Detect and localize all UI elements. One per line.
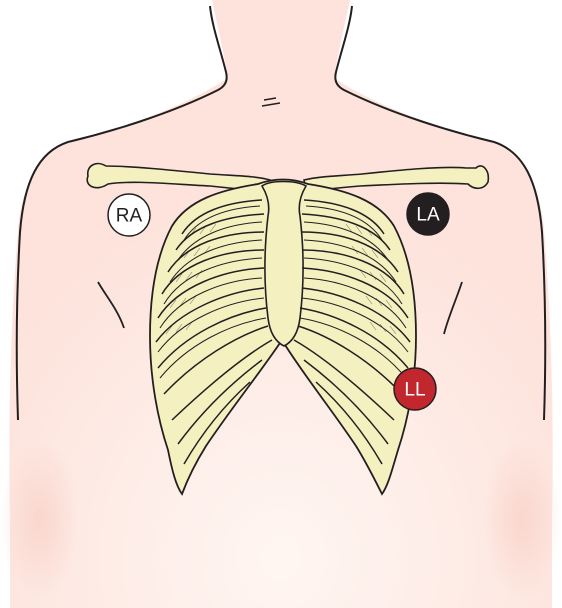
sternum xyxy=(262,182,306,347)
electrode-ll-label: LL xyxy=(404,380,425,401)
torso-shade-right xyxy=(482,440,562,600)
electrode-la: LA xyxy=(407,193,449,235)
torso-shade-left xyxy=(0,440,80,600)
electrode-ra: RA xyxy=(108,194,150,236)
electrode-la-label: LA xyxy=(416,205,440,226)
electrode-ra-label: RA xyxy=(116,206,143,227)
electrode-ll: LL xyxy=(394,368,436,410)
